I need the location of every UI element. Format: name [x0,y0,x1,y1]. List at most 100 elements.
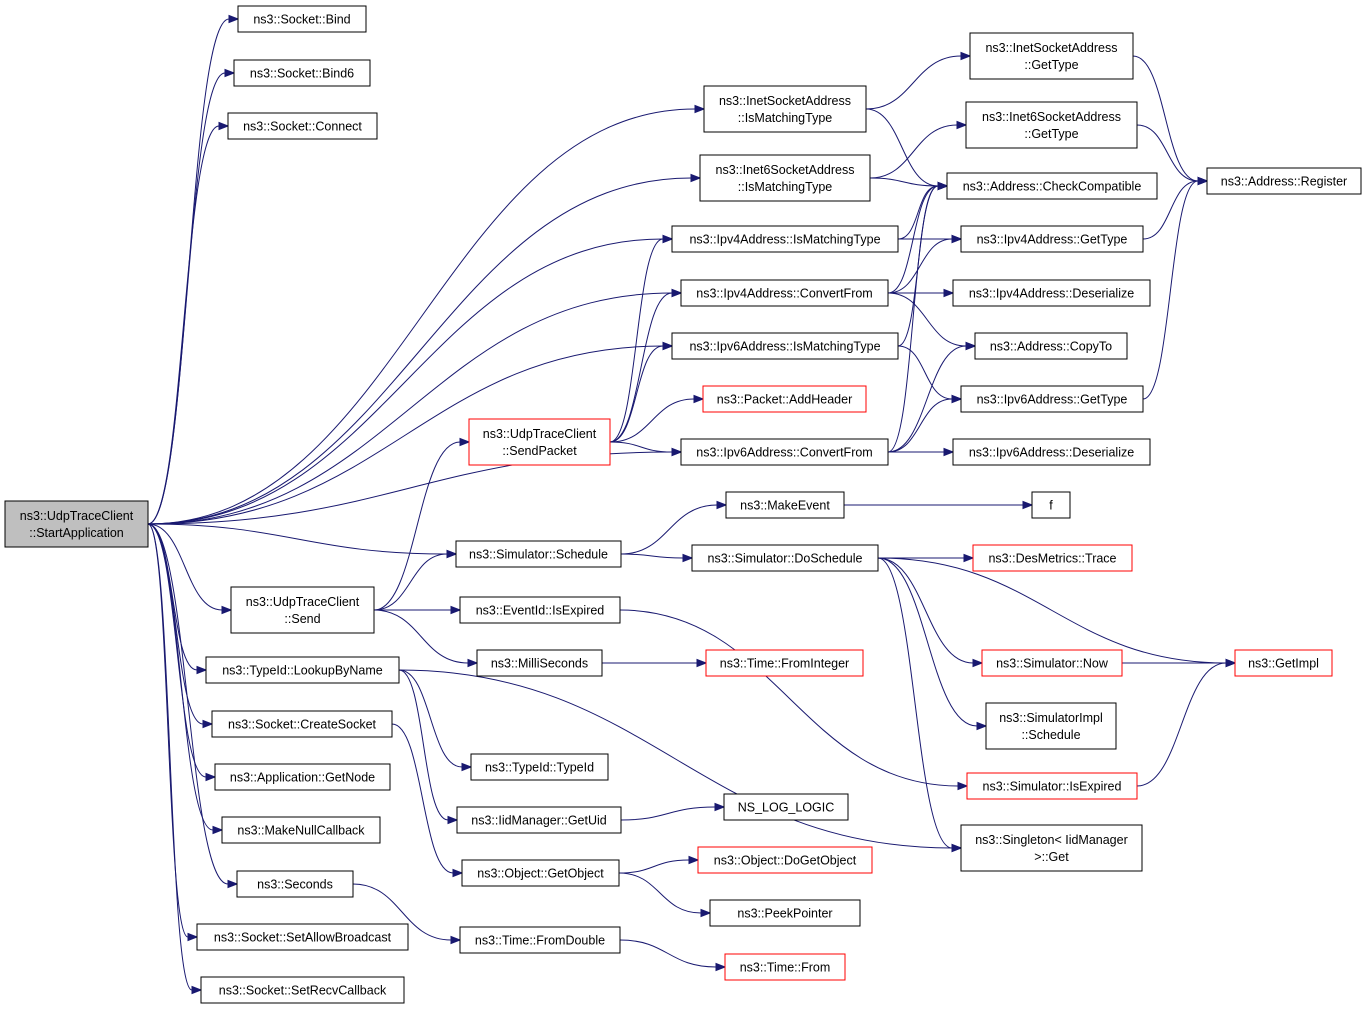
node-label: ::Send [284,612,320,626]
node-label: ::GetType [1024,127,1078,141]
edge-line [373,441,461,611]
node-box [699,154,871,202]
node-seconds[interactable]: ns3::Seconds [236,870,354,898]
node-fromdouble[interactable]: ns3::Time::FromDouble [459,926,621,954]
node-makenull[interactable]: ns3::MakeNullCallback [221,816,381,844]
node-label: ns3::Socket::Bind [253,13,350,27]
node-bind6[interactable]: ns3::Socket::Bind6 [233,59,371,87]
edge-line [373,609,469,664]
node-label: ns3::Object::DoGetObject [714,854,857,868]
node-isexpired-ev[interactable]: ns3::EventId::IsExpired [459,596,621,624]
node-simnow[interactable]: ns3::Simulator::Now [981,649,1123,677]
node-box [230,586,375,634]
node-copyto[interactable]: ns3::Address::CopyTo [974,332,1128,360]
node-label: ns3::Ipv4Address::ConvertFrom [696,287,872,301]
call-edge-ipv6-ismatch-to-checkcompat [897,181,949,347]
node-singleton[interactable]: ns3::Singleton< IidManager>::Get [960,824,1143,872]
node-box [680,279,889,307]
node-label: ns3::Ipv4Address::IsMatchingType [689,233,880,247]
edge-line [877,557,974,664]
edge-line [398,669,449,821]
node-simimpl-sched[interactable]: ns3::SimulatorImpl::Schedule [985,702,1117,750]
node-send[interactable]: ns3::UdpTraceClient::Send [230,586,375,634]
node-label: ns3::PeekPointer [737,907,832,921]
node-label: ns3::MakeEvent [740,499,830,513]
node-box [459,926,621,954]
node-getuid[interactable]: ns3::IidManager::GetUid [456,806,622,834]
node-setrecv[interactable]: ns3::Socket::SetRecvCallback [200,976,405,1004]
node-getobject[interactable]: ns3::Object::GetObject [461,859,620,887]
edge-line [398,669,463,768]
node-sim-isexpired[interactable]: ns3::Simulator::IsExpired [966,772,1138,800]
node-dogetobject[interactable]: ns3::Object::DoGetObject [697,846,873,874]
node-start[interactable]: ns3::UdpTraceClient::StartApplication [4,500,149,548]
node-ipv4-gettype[interactable]: ns3::Ipv4Address::GetType [960,225,1144,253]
call-edge-start-to-bind [147,14,240,525]
edge-arrowhead [452,868,464,878]
node-lookup[interactable]: ns3::TypeId::LookupByName [205,656,400,684]
edge-line [609,441,673,453]
node-ipv4-ismatch[interactable]: ns3::Ipv4Address::IsMatchingType [671,225,899,253]
call-edge-sendpacket-to-addheader [609,394,705,443]
node-doschedule[interactable]: ns3::Simulator::DoSchedule [691,544,879,572]
edge-arrowhead [447,815,459,825]
node-addheader[interactable]: ns3::Packet::AddHeader [702,385,867,413]
node-box [969,32,1134,80]
node-bind[interactable]: ns3::Socket::Bind [237,5,367,33]
node-box [960,824,1143,872]
edge-line [887,185,939,453]
node-getimpl[interactable]: ns3::GetImpl [1234,649,1333,677]
node-milliseconds[interactable]: ns3::MilliSeconds [476,649,603,677]
node-typeid[interactable]: ns3::TypeId::TypeId [470,753,609,781]
edge-arrowhead [187,932,199,942]
node-label: ns3::SimulatorImpl [999,711,1103,725]
node-setallow[interactable]: ns3::Socket::SetAllowBroadcast [196,923,409,951]
node-createsocket[interactable]: ns3::Socket::CreateSocket [211,710,393,738]
edge-line [609,398,695,443]
node-f[interactable]: f [1031,491,1071,519]
edge-arrowhead [693,394,705,404]
node-box [691,544,879,572]
edge-arrowhead [696,658,708,668]
edge-arrowhead [694,104,706,114]
node-ipv6-deser[interactable]: ns3::Ipv6Address::Deserialize [952,438,1151,466]
node-inet6-gettype[interactable]: ns3::Inet6SocketAddress::GetType [965,101,1138,149]
node-ipv6-ismatch[interactable]: ns3::Ipv6Address::IsMatchingType [671,332,899,360]
node-desmetrics[interactable]: ns3::DesMetrics::Trace [972,544,1133,572]
node-ipv6-gettype[interactable]: ns3::Ipv6Address::GetType [960,385,1144,413]
call-edge-createsocket-to-getobject [391,723,464,878]
node-label: ns3::Ipv6Address::ConvertFrom [696,446,872,460]
node-inet-gettype[interactable]: ns3::InetSocketAddress::GetType [969,32,1134,80]
node-label: NS_LOG_LOGIC [738,801,835,815]
node-box [221,816,381,844]
node-getnode[interactable]: ns3::Application::GetNode [214,763,391,791]
edge-arrowhead [228,14,240,24]
node-box [697,846,873,874]
call-edge-start-to-bind6 [147,68,236,525]
node-fromint[interactable]: ns3::Time::FromInteger [705,649,864,677]
node-schedule[interactable]: ns3::Simulator::Schedule [455,540,622,568]
edge-arrowhead [218,121,230,131]
node-register[interactable]: ns3::Address::Register [1206,167,1362,195]
call-edge-sendpacket-to-ipv6-convert [609,441,683,457]
node-inet6-ismatch[interactable]: ns3::Inet6SocketAddress::IsMatchingType [699,154,871,202]
call-edge-send-to-milliseconds [373,609,479,668]
node-sendpacket[interactable]: ns3::UdpTraceClient::SendPacket [468,418,611,466]
node-connect[interactable]: ns3::Socket::Connect [227,112,378,140]
node-nslog[interactable]: NS_LOG_LOGIC [723,793,849,821]
node-label: ::IsMatchingType [738,111,833,125]
call-edge-getobject-to-dogetobject [618,855,700,874]
node-ipv4-deser[interactable]: ns3::Ipv4Address::Deserialize [952,279,1151,307]
call-edge-sendpacket-to-ipv4-convert [609,288,683,443]
node-label: ns3::Simulator::Schedule [469,548,608,562]
node-ipv4-convert[interactable]: ns3::Ipv4Address::ConvertFrom [680,279,889,307]
node-inet-ismatch[interactable]: ns3::InetSocketAddress::IsMatchingType [703,85,867,133]
node-timefrom[interactable]: ns3::Time::From [724,953,846,981]
node-ipv6-convert[interactable]: ns3::Ipv6Address::ConvertFrom [680,438,889,466]
node-peekpointer[interactable]: ns3::PeekPointer [709,899,861,927]
edge-line [877,557,1227,664]
node-makeevent[interactable]: ns3::MakeEvent [725,491,845,519]
edge-line [147,523,223,611]
node-checkcompat[interactable]: ns3::Address::CheckCompatible [946,172,1158,200]
